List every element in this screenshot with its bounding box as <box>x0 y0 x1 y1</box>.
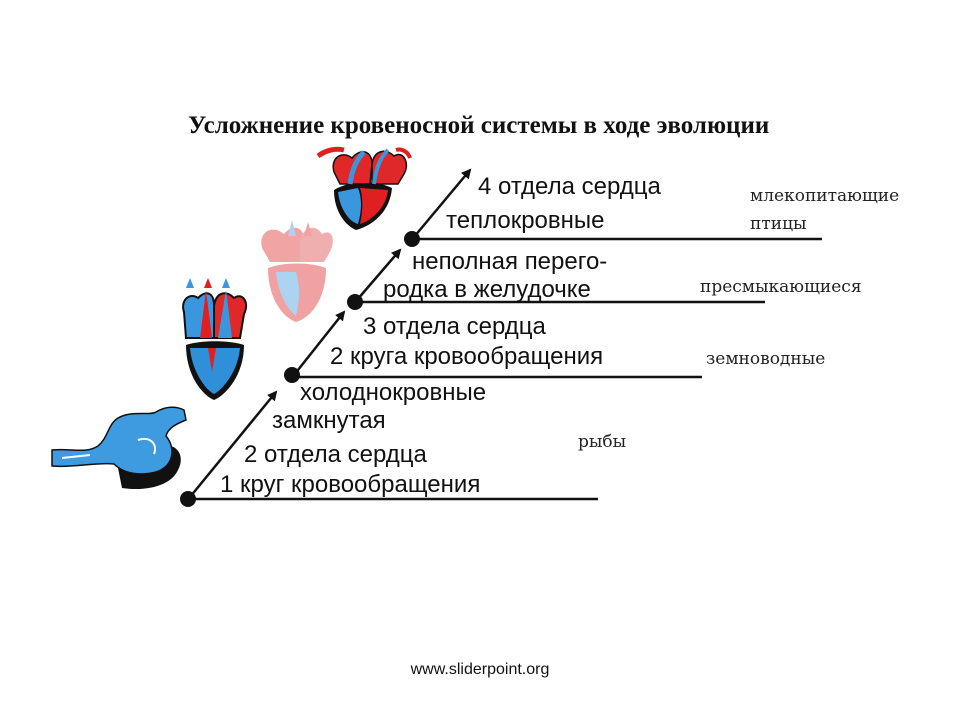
step-3-line-2: 3 отдела сердца <box>363 313 547 340</box>
amphibian-heart-icon <box>182 278 248 400</box>
step-3-line-1: 2 круга кровообращения <box>330 343 603 370</box>
mammal-heart-icon <box>316 146 412 230</box>
group-label-fish: рыбы <box>578 432 626 452</box>
arrow-3 <box>356 248 402 301</box>
group-label-mammals: млекопитающие <box>750 186 899 206</box>
diagram-title: Усложнение кровеносной системы в ходе эв… <box>188 112 769 139</box>
step-5-line-2: 4 отдела сердца <box>478 173 662 200</box>
fish-heart-icon <box>51 406 187 490</box>
reptile-heart-icon <box>261 220 333 322</box>
node-dot-2 <box>284 367 300 383</box>
node-dot-4 <box>404 231 420 247</box>
step-1-line-1: 1 круг кровообращения <box>220 471 480 498</box>
arrow-4 <box>413 168 472 238</box>
group-label-birds: птицы <box>750 214 807 234</box>
group-label-reptiles: пресмыкающиеся <box>700 277 862 297</box>
node-dot-3 <box>347 294 363 310</box>
step-4-line-2: неполная перего- <box>412 248 607 275</box>
footer-url[interactable]: www.sliderpoint.org <box>410 661 550 678</box>
arrow-1 <box>189 390 278 498</box>
step-5-line-1: теплокровные <box>446 207 604 234</box>
step-4-line-1: родка в желудочке <box>383 276 591 303</box>
step-2-line-1: замкнутая <box>272 407 386 434</box>
arrow-2 <box>293 310 346 376</box>
step-1-line-2: 2 отдела сердца <box>244 441 428 468</box>
step-2-line-2: холоднокровные <box>300 379 486 406</box>
group-label-amphibians: земноводные <box>706 349 825 369</box>
node-dot-1 <box>180 491 196 507</box>
